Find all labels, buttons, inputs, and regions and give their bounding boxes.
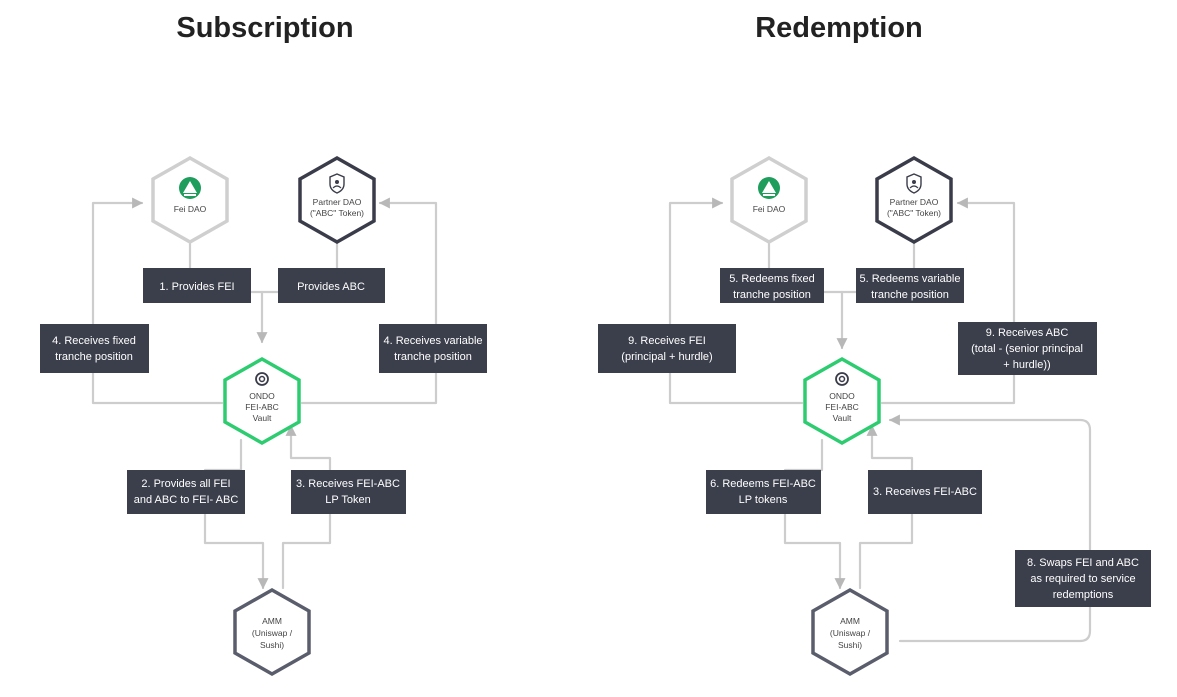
ondo-vault-label-line2: FEI-ABC <box>825 402 859 412</box>
label-redeems-variable: 5. Redeems variable tranche position <box>856 268 964 303</box>
svg-text:tranche position: tranche position <box>55 351 133 363</box>
label-swaps-fei-abc: 8. Swaps FEI and ABC as required to serv… <box>1015 550 1151 607</box>
amm-label-line2: (Uniswap / <box>252 628 293 638</box>
partner-dao-label-line1: Partner DAO <box>890 197 939 207</box>
svg-text:LP Token: LP Token <box>325 494 370 506</box>
partner-dao-label-line1: Partner DAO <box>313 197 362 207</box>
label-receives-lp-token: 3. Receives FEI-ABC LP Token <box>291 470 406 514</box>
svg-text:1. Provides FEI: 1. Provides FEI <box>159 281 234 293</box>
svg-text:2. Provides all FEI: 2. Provides all FEI <box>141 478 230 490</box>
ondo-vault-label-line3: Vault <box>833 413 852 423</box>
ondo-vault-label-line1: ONDO <box>249 391 275 401</box>
subscription-title: Subscription <box>176 12 353 44</box>
svg-text:9. Receives FEI: 9. Receives FEI <box>628 335 706 347</box>
svg-text:(principal + hurdle): (principal + hurdle) <box>621 351 712 363</box>
svg-text:(total - (senior principal: (total - (senior principal <box>971 343 1083 355</box>
svg-text:Provides ABC: Provides ABC <box>297 281 365 293</box>
label-provides-fei: 1. Provides FEI <box>143 268 251 303</box>
svg-text:redemptions: redemptions <box>1053 589 1114 601</box>
label-provides-abc: Provides ABC <box>278 268 385 303</box>
label-receives-fei-abc: 3. Receives FEI-ABC <box>868 470 982 514</box>
shield-user-icon <box>329 173 345 194</box>
svg-text:3. Receives FEI-ABC: 3. Receives FEI-ABC <box>873 486 977 498</box>
label-receives-fei: 9. Receives FEI (principal + hurdle) <box>598 324 736 373</box>
fei-logo-icon <box>758 177 780 199</box>
amm-label-line3: Sushi) <box>838 640 862 650</box>
partner-dao-label-line2: ("ABC" Token) <box>887 208 941 218</box>
partner-dao-node-redemption: Partner DAO ("ABC" Token) <box>875 155 953 245</box>
svg-text:5. Redeems variable: 5. Redeems variable <box>860 273 961 285</box>
fei-dao-label: Fei DAO <box>174 204 207 214</box>
svg-text:4. Receives fixed: 4. Receives fixed <box>52 335 136 347</box>
ondo-logo-icon <box>255 372 269 386</box>
shield-user-icon <box>906 173 922 194</box>
ondo-vault-label-line1: ONDO <box>829 391 855 401</box>
svg-text:3. Receives FEI-ABC: 3. Receives FEI-ABC <box>296 478 400 490</box>
amm-node-redemption: AMM (Uniswap / Sushi) <box>811 587 889 677</box>
amm-label-line1: AMM <box>262 616 282 626</box>
amm-node: AMM (Uniswap / Sushi) <box>233 587 311 677</box>
amm-label-line1: AMM <box>840 616 860 626</box>
svg-text:5. Redeems fixed: 5. Redeems fixed <box>729 273 815 285</box>
partner-dao-label-line2: ("ABC" Token) <box>310 208 364 218</box>
ondo-vault-label-line3: Vault <box>253 413 272 423</box>
svg-text:+ hurdle)): + hurdle)) <box>1003 359 1050 371</box>
fei-dao-label: Fei DAO <box>753 204 786 214</box>
redemption-connectors <box>668 197 1092 643</box>
ondo-vault-node: ONDO FEI-ABC Vault <box>223 356 301 446</box>
amm-label-line2: (Uniswap / <box>830 628 871 638</box>
fei-logo-icon <box>179 177 201 199</box>
svg-text:and ABC to FEI- ABC: and ABC to FEI- ABC <box>134 494 239 506</box>
partner-dao-node: Partner DAO ("ABC" Token) <box>298 155 376 245</box>
label-receives-variable: 4. Receives variable tranche position <box>379 324 487 373</box>
amm-label-line3: Sushi) <box>260 640 284 650</box>
ondo-vault-node-redemption: ONDO FEI-ABC Vault <box>803 356 881 446</box>
fei-dao-node: Fei DAO <box>151 155 229 245</box>
label-receives-fixed: 4. Receives fixed tranche position <box>40 324 149 373</box>
svg-text:tranche position: tranche position <box>871 289 949 301</box>
redemption-title: Redemption <box>755 12 923 44</box>
svg-text:8. Swaps FEI and ABC: 8. Swaps FEI and ABC <box>1027 557 1139 569</box>
svg-text:LP tokens: LP tokens <box>739 494 788 506</box>
label-redeems-fixed: 5. Redeems fixed tranche position <box>720 268 824 303</box>
label-redeems-lp-tokens: 6. Redeems FEI-ABC LP tokens <box>706 470 821 514</box>
fei-dao-node-redemption: Fei DAO <box>730 155 808 245</box>
svg-text:tranche position: tranche position <box>394 351 472 363</box>
svg-text:6. Redeems FEI-ABC: 6. Redeems FEI-ABC <box>710 478 816 490</box>
svg-text:4. Receives variable: 4. Receives variable <box>383 335 482 347</box>
label-receives-abc: 9. Receives ABC (total - (senior princip… <box>958 322 1097 375</box>
svg-text:9. Receives ABC: 9. Receives ABC <box>986 327 1069 339</box>
ondo-logo-icon <box>835 372 849 386</box>
label-provides-all: 2. Provides all FEI and ABC to FEI- ABC <box>127 470 245 514</box>
svg-text:as required to service: as required to service <box>1030 573 1135 585</box>
ondo-vault-label-line2: FEI-ABC <box>245 402 279 412</box>
svg-text:tranche position: tranche position <box>733 289 811 301</box>
